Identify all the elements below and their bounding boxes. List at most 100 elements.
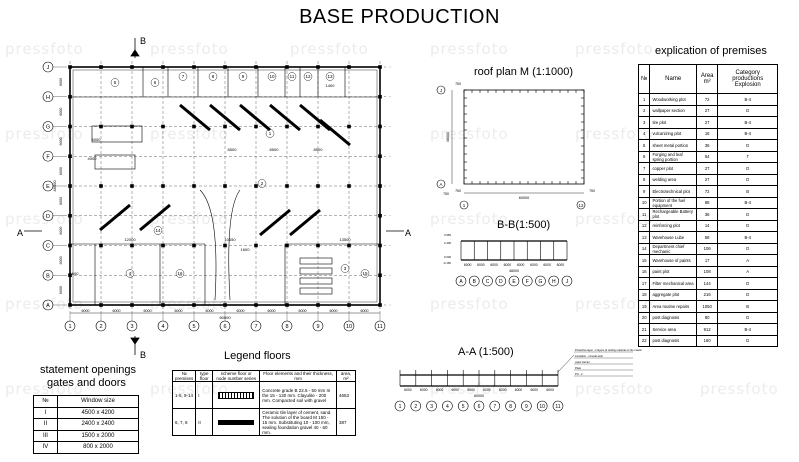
structural-column bbox=[378, 303, 382, 307]
room-number: 8 bbox=[212, 74, 215, 79]
inner-dimension-text: 13500 bbox=[339, 237, 351, 242]
watermark-text: pressfoto bbox=[430, 295, 509, 313]
structural-column bbox=[68, 124, 72, 129]
explication-cell: 7 bbox=[637, 162, 651, 175]
section-level-text: 3.950 bbox=[444, 233, 451, 237]
room-number-bubble bbox=[150, 78, 160, 87]
structural-column bbox=[254, 303, 258, 307]
explication-cell: 16 bbox=[637, 265, 651, 278]
room-number: 9 bbox=[242, 74, 245, 79]
structural-column bbox=[130, 243, 134, 248]
section-mark-label: B bbox=[140, 36, 146, 46]
explication-cell: 10 bbox=[637, 196, 651, 209]
section-axis-label: C bbox=[486, 279, 490, 285]
explication-cell: 27 bbox=[695, 116, 719, 129]
structural-column bbox=[68, 273, 72, 278]
structural-column bbox=[99, 65, 103, 69]
floors-header-premises: № premises bbox=[171, 370, 197, 382]
lift-block bbox=[299, 267, 333, 275]
section-axis-bubble bbox=[508, 275, 520, 287]
explication-cell: 58 bbox=[695, 231, 719, 244]
floors-cell bbox=[212, 408, 261, 436]
page-title: BASE PRODUCTION bbox=[299, 6, 500, 28]
lift-block bbox=[299, 287, 333, 295]
section-dimension-text: 6000 bbox=[477, 263, 485, 267]
structural-column bbox=[316, 124, 320, 129]
explication-cell: 912 bbox=[695, 323, 719, 336]
room-number: 5 bbox=[114, 80, 117, 85]
explication-cell: Service area bbox=[649, 323, 697, 336]
explication-cell: 8 bbox=[637, 173, 651, 186]
section-axis-label: 5 bbox=[462, 404, 465, 410]
room-number: 2 bbox=[261, 181, 264, 186]
section-note-text: Plate bbox=[575, 366, 581, 370]
explication-cell: 17 bbox=[695, 254, 719, 267]
structural-column bbox=[192, 184, 196, 188]
section-dimension-text: 6000 bbox=[420, 388, 428, 392]
inner-dimension-text: 4000 bbox=[88, 156, 98, 161]
vehicle-bay bbox=[319, 118, 351, 147]
roof-axis-bubble bbox=[459, 200, 469, 210]
room-number: 10 bbox=[269, 74, 275, 79]
section-level-text: 2.400 bbox=[444, 241, 451, 245]
openings-cell: II bbox=[33, 418, 58, 431]
explication-cell: 20 bbox=[637, 311, 651, 324]
watermark-text: pressfoto bbox=[150, 40, 229, 58]
vehicle-bay bbox=[259, 208, 291, 237]
explication-cell: B bbox=[717, 300, 778, 313]
structural-column bbox=[378, 184, 382, 188]
explication-cell: Forging and leaf spring portion bbox=[649, 150, 697, 163]
structural-column bbox=[223, 243, 227, 248]
section-axis-bubble bbox=[521, 400, 532, 412]
column-axis-label: 5 bbox=[192, 324, 195, 330]
roof-dimension-text: 48000 bbox=[446, 132, 450, 143]
roof-dimension-text: 750 bbox=[455, 82, 461, 86]
structural-column bbox=[316, 243, 320, 248]
room-number: 3 bbox=[344, 266, 347, 271]
section-dimension-text: 6000 bbox=[517, 263, 525, 267]
section-dimension-text: 6000 bbox=[464, 263, 472, 267]
section-axis-label: 2 bbox=[414, 404, 417, 410]
structural-column bbox=[130, 303, 134, 307]
overall-width-text: 60000 bbox=[219, 315, 231, 320]
structural-column bbox=[347, 243, 351, 248]
explication-cell: Rechargeable Battery plot bbox=[649, 208, 697, 221]
explication-cell: B-4 bbox=[717, 231, 778, 244]
explication-cell: B-4 bbox=[717, 323, 778, 336]
structural-column bbox=[68, 65, 72, 69]
row-axis-label: B bbox=[46, 273, 50, 279]
explication-cell: reinforcing plot bbox=[649, 219, 697, 232]
lift-block bbox=[299, 277, 333, 285]
column-axis-label: 11 bbox=[377, 324, 383, 330]
structural-column bbox=[192, 303, 196, 307]
roof-dimension-text: 750 bbox=[589, 189, 595, 193]
explication-cell: 14 bbox=[637, 242, 651, 255]
explication-cell: 72 bbox=[695, 93, 719, 106]
explication-cell: Portion of the fuel equipment bbox=[649, 196, 697, 209]
structural-column bbox=[347, 303, 351, 307]
structural-column bbox=[347, 124, 351, 129]
structural-column bbox=[99, 124, 103, 129]
explication-cell: 1 bbox=[637, 93, 651, 106]
explication-cell: 144 bbox=[695, 277, 719, 290]
openings-header-no: № bbox=[33, 395, 58, 408]
watermark-text: pressfoto bbox=[150, 210, 229, 228]
watermark-text: pressfoto bbox=[5, 125, 84, 143]
floors-cell: I bbox=[195, 381, 214, 409]
openings-cell: 2400 x 2400 bbox=[56, 418, 140, 431]
equipment-block bbox=[91, 125, 143, 143]
room-number-bubble bbox=[153, 226, 163, 235]
structural-column bbox=[192, 65, 196, 69]
row-axis-label: C bbox=[46, 244, 50, 250]
watermark-text: pressfoto bbox=[575, 40, 654, 58]
